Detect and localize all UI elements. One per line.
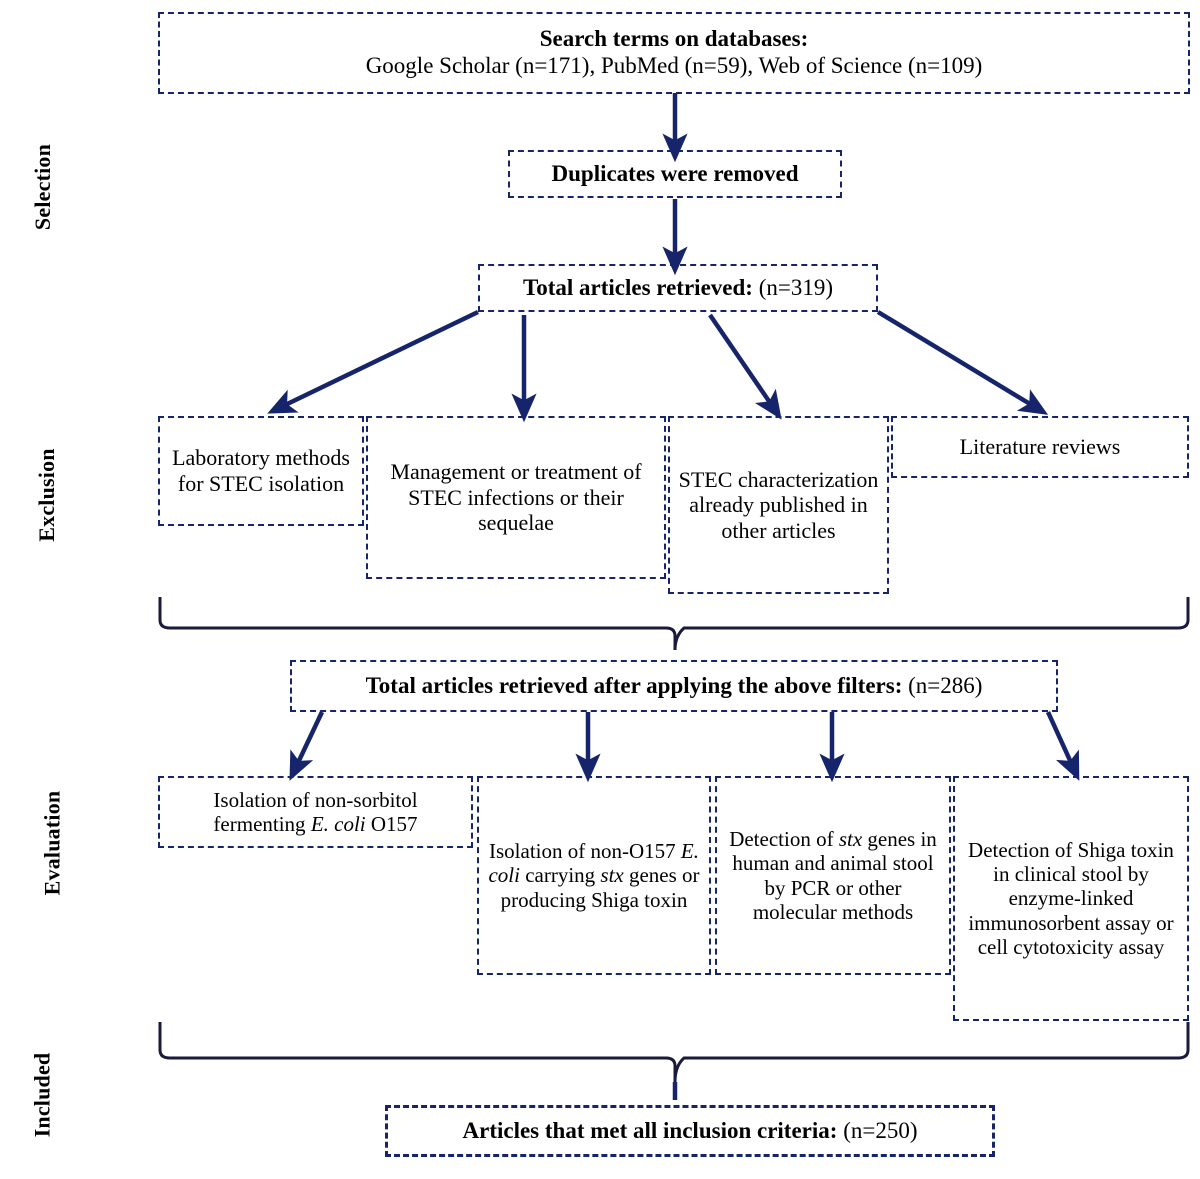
exclusion-text-1: Laboratory methods for STEC isolation xyxy=(172,445,350,496)
node-included-final[interactable]: Articles that met all inclusion criteria… xyxy=(385,1105,995,1157)
node-total-after-filters[interactable]: Total articles retrieved after applying … xyxy=(290,660,1058,712)
arrow-total-to-exclusion-3 xyxy=(708,313,782,420)
evaluation-box-shiga-toxin-elisa[interactable]: Detection of Shiga toxin in clinical sto… xyxy=(953,776,1189,1021)
stage-label-selection: Selection xyxy=(0,144,56,230)
brace-evaluation xyxy=(158,1022,1190,1083)
evaluation-text-2: Isolation of non-O157 E. coli carrying s… xyxy=(488,838,700,912)
exclusion-text-3: STEC characterization already published … xyxy=(678,466,879,543)
evaluation-box-stx-genes-pcr[interactable]: Detection of stx genes in human and anim… xyxy=(715,776,951,975)
arrow-filters-to-evaluation-4 xyxy=(1045,711,1080,781)
search-terms-line1: Search terms on databases: xyxy=(539,26,809,52)
total-retrieved-count: (n=319) xyxy=(758,274,833,300)
arrow-total-to-exclusion-4 xyxy=(876,310,1049,415)
evaluation-text-1: Isolation of non-sorbitol fermenting E. … xyxy=(213,787,418,836)
exclusion-box-laboratory-methods[interactable]: Laboratory methods for STEC isolation xyxy=(158,416,364,526)
stage-label-included-text: Included xyxy=(29,1052,55,1138)
arrow-total-to-exclusion-1 xyxy=(267,309,479,414)
search-terms-line2: Google Scholar (n=171), PubMed (n=59), W… xyxy=(365,53,983,78)
exclusion-box-already-published[interactable]: STEC characterization already published … xyxy=(668,416,889,594)
node-search-terms[interactable]: Search terms on databases: Google Schola… xyxy=(158,12,1190,94)
arrow-filters-to-evaluation-1 xyxy=(289,711,325,781)
included-final-count: (n=250) xyxy=(843,1117,918,1143)
evaluation-box-non-sorbitol-o157[interactable]: Isolation of non-sorbitol fermenting E. … xyxy=(158,776,473,848)
evaluation-text-4: Detection of Shiga toxin in clinical sto… xyxy=(968,837,1174,960)
after-filters-label: Total articles retrieved after applying … xyxy=(365,672,903,698)
stage-label-selection-text: Selection xyxy=(30,143,56,231)
brace-exclusion xyxy=(158,597,1190,651)
exclusion-box-literature-reviews[interactable]: Literature reviews xyxy=(891,416,1189,478)
exclusion-box-management-treatment[interactable]: Management or treatment of STEC infectio… xyxy=(366,416,666,579)
stage-label-exclusion: Exclusion xyxy=(0,448,59,542)
duplicates-label: Duplicates were removed xyxy=(551,160,799,186)
evaluation-text-3: Detection of stx genes in human and anim… xyxy=(729,826,937,924)
exclusion-text-4: Literature reviews xyxy=(959,434,1121,460)
evaluation-box-non-o157-stx[interactable]: Isolation of non-O157 E. coli carrying s… xyxy=(477,776,711,975)
stage-label-evaluation: Evaluation xyxy=(0,791,64,896)
stage-label-evaluation-text: Evaluation xyxy=(39,790,65,896)
included-final-label: Articles that met all inclusion criteria… xyxy=(462,1117,838,1143)
stage-label-included: Included xyxy=(0,1053,56,1138)
after-filters-count: (n=286) xyxy=(908,672,983,698)
node-duplicates-removed[interactable]: Duplicates were removed xyxy=(508,150,842,198)
node-total-retrieved[interactable]: Total articles retrieved: (n=319) xyxy=(478,264,878,312)
total-retrieved-label: Total articles retrieved: xyxy=(523,274,753,300)
exclusion-text-2: Management or treatment of STEC infectio… xyxy=(390,459,642,536)
stage-label-exclusion-text: Exclusion xyxy=(33,448,59,542)
